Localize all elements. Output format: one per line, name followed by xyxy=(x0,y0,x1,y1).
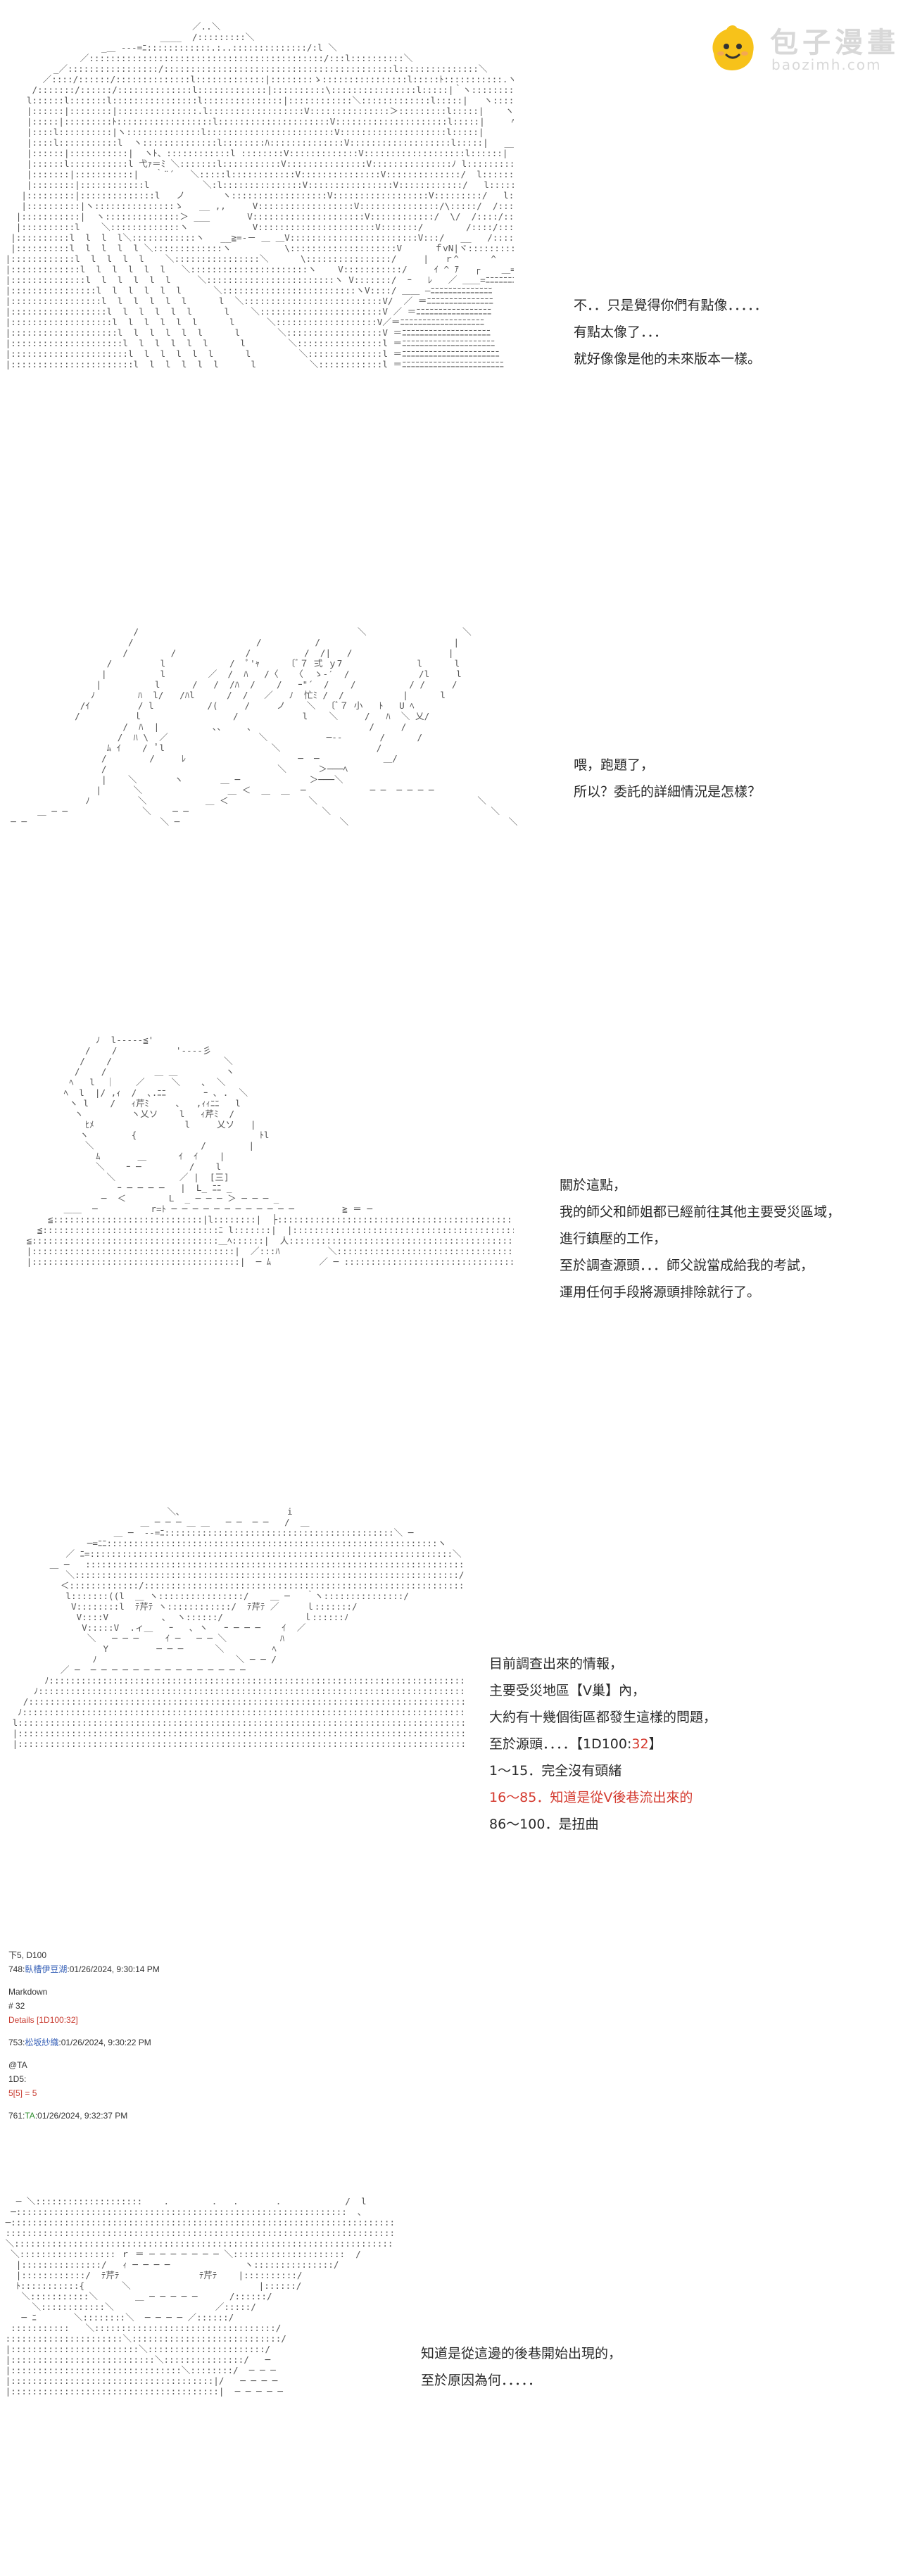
ascii-art-panel-1: ／..＼ ____ /:::::::::＼ _＿ -‐‐=ﾆ::::::::::… xyxy=(5,21,514,370)
post-author-link[interactable]: 松坂紗織 xyxy=(25,2038,59,2047)
logo-title: 包子漫畫 xyxy=(770,27,900,59)
post-id: 761: xyxy=(8,2111,25,2121)
dialog-line: 關於這點， xyxy=(560,1177,627,1193)
forum-posts: 下5, D100 748:臥槽伊豆湖:01/26/2024, 9:30:14 P… xyxy=(8,1948,431,2123)
ascii-art-panel-4: ＼､ i ＿ ─ ─ ─ ＿ ＿ ─ ─ ─ ─ / ＿ ＿ ─ ‐‐=ﾆ:::… xyxy=(12,1506,465,1749)
dialog-line: 至於調查源頭．．．師父說當成給我的考試， xyxy=(560,1258,814,1273)
ascii-art-panel-5: |/ l ─ ＼:::::::::::::::::::: . . . . / l… xyxy=(5,2196,394,2397)
dialog-panel-1: 不．．只是覺得你們有點像．．．．． 有點太像了．．． 就好像像是他的未來版本一樣… xyxy=(574,292,768,372)
post-header: 753:松坂紗織:01/26/2024, 9:30:22 PM xyxy=(8,2035,431,2050)
post-time: :01/26/2024, 9:30:14 PM xyxy=(67,1964,160,1974)
site-logo[interactable]: 包子漫畫 baozimh.com xyxy=(705,15,909,79)
post-body-line: @TA xyxy=(8,2060,27,2070)
dialog-line: 至於原因為何．．．．． xyxy=(421,2373,542,2388)
dialog-line: 目前調查出來的情報， xyxy=(489,1656,624,1672)
dialog-panel-4: 目前調查出來的情報， 主要受災地區【V巢】內， 大約有十幾個街區都發生這樣的問題… xyxy=(489,1650,717,1838)
dialog-line: 不．．只是覺得你們有點像．．．．． xyxy=(574,298,768,313)
post-time: :01/26/2024, 9:32:37 PM xyxy=(34,2111,128,2121)
post-id: 753: xyxy=(8,2038,25,2047)
dialog-roll-line: 至於源頭．．．．【1D100:32】 xyxy=(489,1731,717,1757)
roll-value: 32 xyxy=(631,1736,649,1752)
dialog-line: 運用任何手段將源頭排除就行了。 xyxy=(560,1284,761,1300)
post-header: 761:TA:01/26/2024, 9:32:37 PM xyxy=(8,2109,431,2123)
bun-mascot-icon xyxy=(712,25,754,70)
roll-suffix: 】 xyxy=(648,1736,662,1752)
dialog-line: 所以？委託的詳細情況是怎樣？ xyxy=(574,784,762,800)
logo-url: baozimh.com xyxy=(771,56,882,73)
post-caption: 下5, D100 xyxy=(8,1950,47,1960)
dialog-panel-5: 知道是從這邊的後巷開始出現的， 至於原因為何．．．．． xyxy=(421,2340,621,2394)
post-header: 748:臥槽伊豆湖:01/26/2024, 9:30:14 PM xyxy=(8,1962,431,1976)
dialog-line: 知道是從這邊的後巷開始出現的， xyxy=(421,2346,622,2361)
roll-prefix: 至於源頭．．．．【1D100: xyxy=(489,1736,632,1752)
dialog-line: 有點太像了．．． xyxy=(574,324,668,340)
dialog-panel-3: 關於這點， 我的師父和師姐都已經前往其他主要受災區域， 進行鎮壓的工作， 至於調… xyxy=(560,1172,840,1306)
post-body-line: # 32 xyxy=(8,2001,25,2011)
dialog-line: 我的師父和師姐都已經前往其他主要受災區域， xyxy=(560,1204,841,1220)
dialog-line: 主要受災地區【V巢】內， xyxy=(489,1683,645,1698)
roll-option-selected: 16～85．知道是從V後巷流出來的 xyxy=(489,1790,693,1805)
post-id: 748: xyxy=(8,1964,25,1974)
dialog-panel-2: 喂，跑題了， 所以？委託的詳細情況是怎樣？ xyxy=(574,752,761,805)
roll-option: 1～15．完全沒有頭緒 xyxy=(489,1763,622,1779)
post-author-link[interactable]: 臥槽伊豆湖 xyxy=(25,1964,68,1974)
ascii-art-panel-2: / ＼ ＼ / / / | / / / xyxy=(11,626,518,827)
dialog-line: 就好像像是他的未來版本一樣。 xyxy=(574,351,762,367)
ascii-art-panel-3: ﾉ l‐‐‐‐‐≦' / / '‐‐‐‐彡 / / ＼ / / ＿ ＿ ヽ ﾍ … xyxy=(26,1035,514,1267)
post-time: :01/26/2024, 9:30:22 PM xyxy=(58,2038,151,2047)
post-details-link[interactable]: Details [1D100:32] xyxy=(8,2015,78,2025)
dialog-line: 進行鎮壓的工作， xyxy=(560,1231,667,1246)
post-body-line: Markdown xyxy=(8,1987,48,1997)
dialog-line: 喂，跑題了， xyxy=(574,757,655,773)
roll-option: 86～100．是扭曲 xyxy=(489,1817,599,1832)
dialog-line: 大約有十幾個街區都發生這樣的問題， xyxy=(489,1710,717,1725)
post-roll-result: 5[5] = 5 xyxy=(8,2088,37,2098)
post-body-line: 1D5: xyxy=(8,2074,27,2084)
post-author-link[interactable]: TA xyxy=(25,2111,35,2121)
